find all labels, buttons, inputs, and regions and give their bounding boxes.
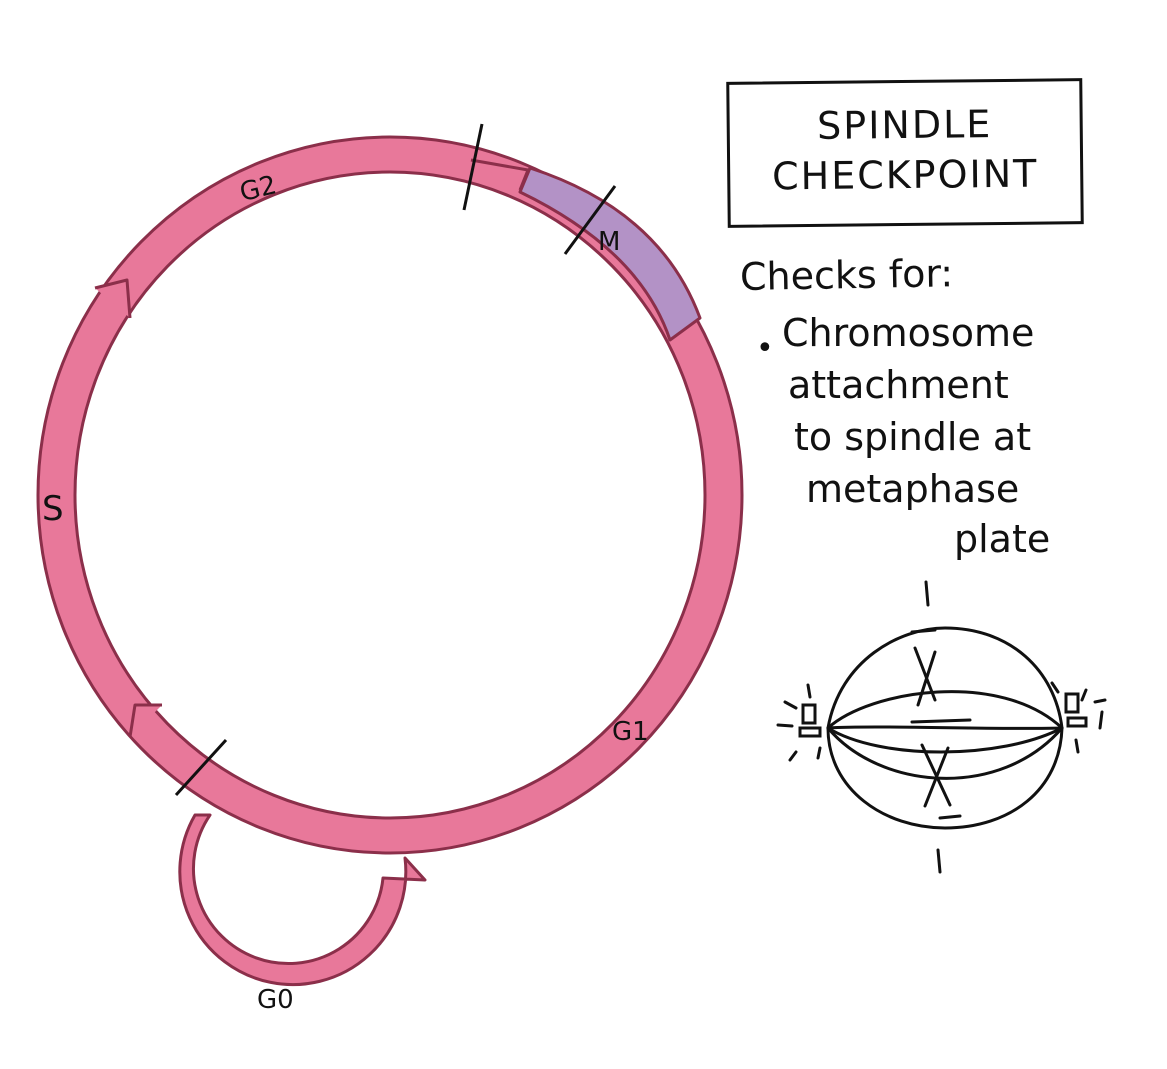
note-line-2: attachment bbox=[788, 363, 1009, 407]
g2-to-m-arrow bbox=[470, 158, 530, 191]
checkpoint-notes: Checks for: • Chromosome attachment to s… bbox=[740, 251, 1160, 561]
metaphase-cell-sketch bbox=[776, 580, 1107, 874]
note-line-3: to spindle at bbox=[794, 415, 1032, 459]
phase-label-m: M bbox=[598, 227, 620, 257]
title-line-1: SPINDLE bbox=[816, 102, 993, 148]
bullet-dot: • bbox=[756, 331, 774, 366]
note-line-1: Chromosome bbox=[782, 311, 1035, 355]
title-box: SPINDLE CHECKPOINT bbox=[726, 78, 1084, 228]
phase-label-g0: G0 bbox=[257, 985, 294, 1015]
g2-checkpoint-mark bbox=[462, 123, 484, 211]
g1-checkpoint-mark bbox=[174, 738, 228, 797]
note-line-4: metaphase bbox=[806, 467, 1020, 511]
phase-label-s: S bbox=[42, 489, 64, 529]
cell-cycle-ring bbox=[36, 135, 744, 855]
note-line-5: plate bbox=[954, 517, 1051, 561]
g0-loop bbox=[178, 813, 427, 987]
notes-heading: Checks for: bbox=[739, 251, 954, 299]
phase-label-g1: G1 bbox=[612, 717, 649, 747]
spindle-checkpoint-mark bbox=[563, 185, 617, 255]
s-to-g2-arrow bbox=[94, 278, 132, 319]
g1-to-s-arrow bbox=[128, 703, 162, 738]
title-line-2: CHECKPOINT bbox=[771, 151, 1039, 199]
